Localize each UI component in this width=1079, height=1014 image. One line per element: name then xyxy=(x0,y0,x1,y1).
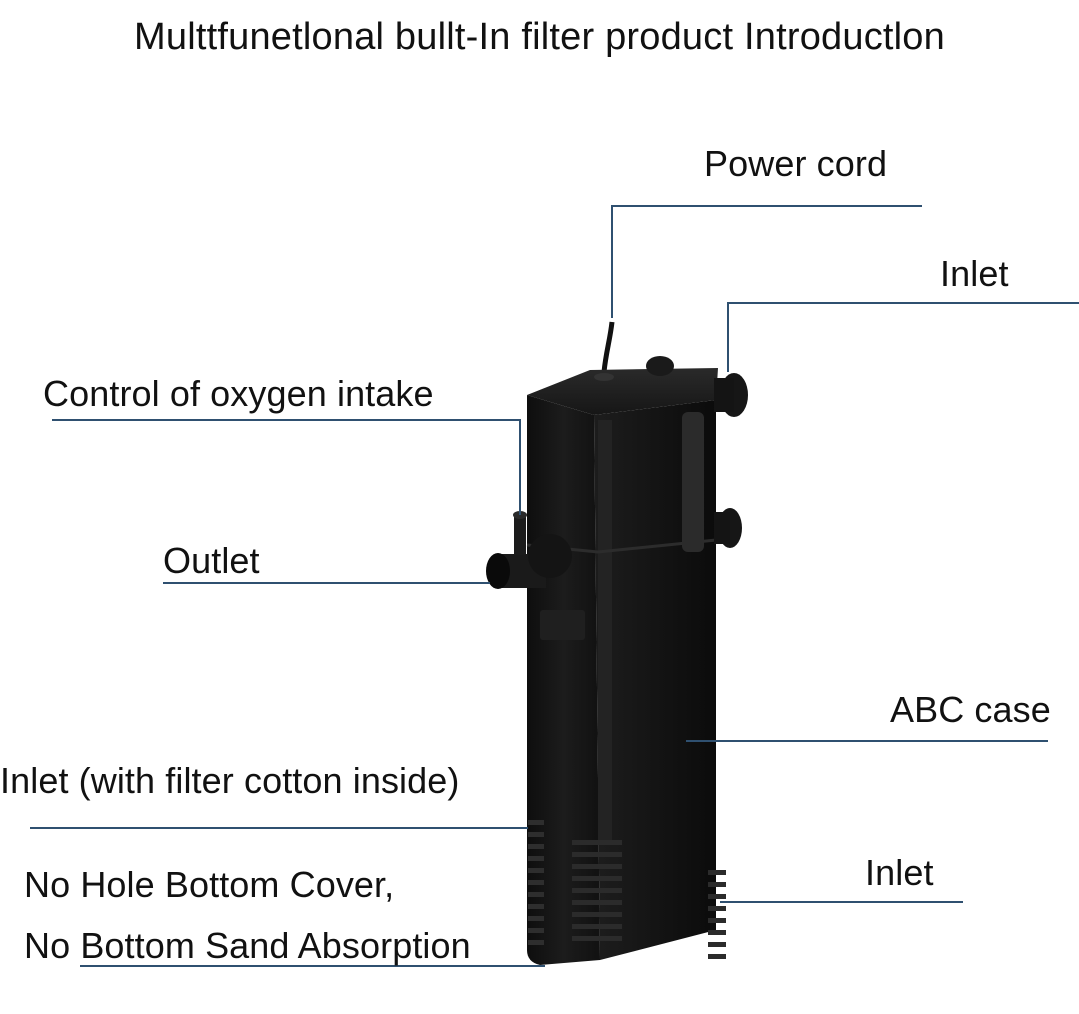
inlet-bottom-label: Inlet xyxy=(865,852,934,893)
filter-top-face xyxy=(527,368,718,415)
front-vents xyxy=(528,820,544,945)
side-slot xyxy=(682,412,704,552)
outlet-label: Outlet xyxy=(163,540,260,581)
no-sand-absorption-label: No Bottom Sand Absorption xyxy=(24,925,471,966)
middle-vents xyxy=(572,840,622,941)
inlet-top-label: Inlet xyxy=(940,253,1009,294)
power-cord xyxy=(601,321,615,373)
oxygen-control-label: Control of oxygen intake xyxy=(43,373,434,414)
leader-oxygen xyxy=(52,419,521,515)
leader-lines xyxy=(30,205,1079,967)
leader-inlet-top xyxy=(727,302,1079,372)
no-hole-cover-label: No Hole Bottom Cover, xyxy=(24,864,395,905)
cord-grommet xyxy=(594,373,614,381)
top-knob xyxy=(646,356,674,376)
oxygen-valve xyxy=(514,515,526,555)
side-vents xyxy=(708,870,726,959)
leader-power-cord xyxy=(611,205,922,318)
abc-case-label: ABC case xyxy=(890,689,1051,730)
power-cord-label: Power cord xyxy=(704,143,888,184)
front-ridge xyxy=(598,420,612,840)
outlet-mouth xyxy=(486,553,510,589)
outlet-collar xyxy=(528,534,572,578)
side-emblem xyxy=(540,610,585,640)
inlet-cotton-label: Inlet (with filter cotton inside) xyxy=(0,760,460,801)
diagram-title: Multtfunetlonal bullt-In filter product … xyxy=(134,16,945,58)
